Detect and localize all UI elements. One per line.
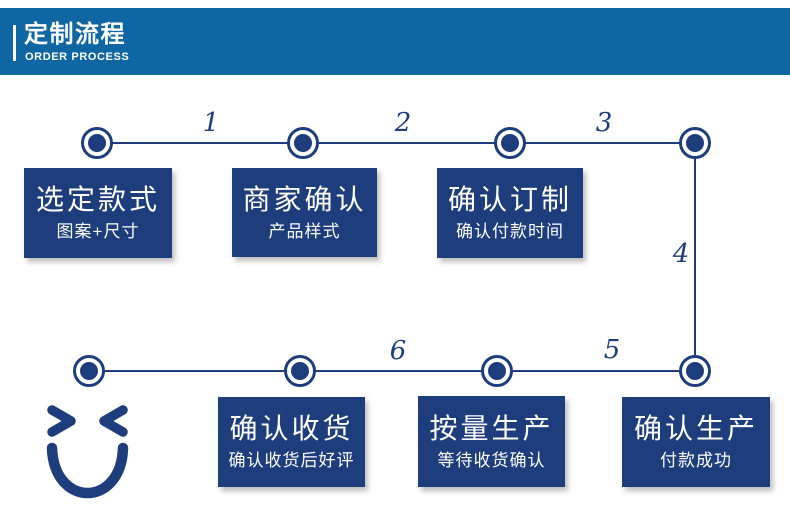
node-dot — [686, 362, 704, 380]
step-subtitle: 产品样式 — [268, 221, 341, 241]
step-title: 确认订制 — [447, 184, 572, 215]
step-title: 选定款式 — [35, 184, 160, 215]
connector-number-4: 4 — [672, 239, 690, 269]
step-box-5: 按量生产 等待收货确认 — [418, 396, 565, 487]
step-subtitle: 确认收货后好评 — [228, 451, 355, 470]
page-title: 定制流程 — [24, 21, 126, 48]
flow-node-icon — [73, 355, 105, 387]
connector-number-3: 3 — [595, 108, 613, 138]
step-title: 确认收货 — [229, 413, 354, 444]
node-dot — [80, 362, 98, 380]
flow-node-icon — [494, 127, 526, 159]
connector-number-6: 6 — [389, 336, 407, 366]
step-subtitle: 确认付款时间 — [456, 222, 564, 241]
step-subtitle: 等待收货确认 — [437, 450, 546, 470]
connector-number-5: 5 — [603, 335, 621, 365]
connector-line-right — [694, 143, 696, 372]
flow-node-icon — [679, 127, 711, 159]
step-title: 按量生产 — [429, 412, 554, 444]
step-box-1: 选定款式 图案+尺寸 — [24, 168, 172, 258]
step-subtitle: 图案+尺寸 — [56, 222, 140, 241]
smiley-mouth — [46, 442, 129, 499]
node-dot — [501, 134, 519, 152]
connector-number-2: 2 — [394, 108, 412, 138]
node-dot — [88, 134, 106, 152]
smiley-right-eye — [99, 405, 128, 437]
step-box-6: 确认收货 确认收货后好评 — [218, 397, 365, 487]
connector-line-top — [97, 142, 695, 144]
flow-node-icon — [481, 355, 513, 387]
flow-node-icon — [679, 355, 711, 387]
winking-smiley-icon — [46, 405, 129, 499]
step-title: 商家确认 — [242, 183, 367, 215]
page-subtitle: ORDER PROCESS — [25, 51, 130, 63]
step-title: 确认生产 — [633, 413, 758, 444]
connector-line-bottom — [89, 370, 695, 372]
header-bar: 定制流程 ORDER PROCESS — [0, 8, 790, 75]
node-dot — [294, 134, 312, 152]
header-accent-line — [13, 25, 16, 61]
node-dot — [291, 362, 309, 380]
node-dot — [488, 362, 506, 380]
node-dot — [686, 134, 704, 152]
flow-node-icon — [284, 355, 316, 387]
step-subtitle: 付款成功 — [660, 451, 732, 470]
connector-number-1: 1 — [202, 108, 220, 138]
step-box-3: 确认订制 确认付款时间 — [437, 168, 583, 258]
smiley-left-eye — [47, 405, 76, 437]
step-box-2: 商家确认 产品样式 — [232, 168, 377, 257]
flow-node-icon — [81, 127, 113, 159]
flow-node-icon — [287, 127, 319, 159]
step-box-4: 确认生产 付款成功 — [622, 397, 770, 487]
